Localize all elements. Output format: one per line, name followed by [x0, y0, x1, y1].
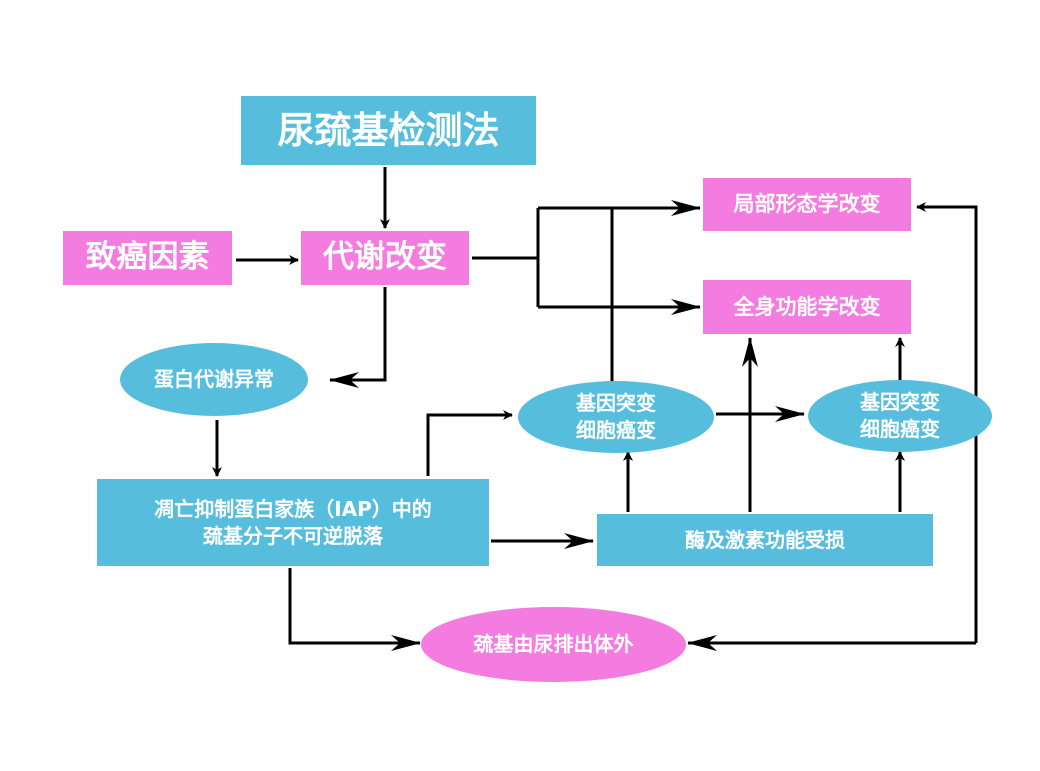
arrow-iap-to-excretion: [288, 568, 421, 651]
local-morphology-box: 局部形态学改变: [703, 178, 911, 231]
metabolic-change-text: 代谢改变: [323, 239, 447, 276]
iap-text-line2: 巯基分子不可逆脱落: [202, 523, 383, 548]
title-text: 尿巯基检测法: [277, 108, 500, 152]
gene-mutation-oval-1: 基因突变 细胞癌变: [518, 381, 714, 453]
enzyme-hormone-text: 酶及激素功能受损: [685, 527, 845, 552]
gene-mutation-2-line1: 基因突变: [860, 390, 940, 414]
excretion-text: 巯基由尿排出体外: [473, 632, 634, 656]
systemic-function-text: 全身功能学改变: [733, 294, 881, 319]
systemic-function-box: 全身功能学改变: [703, 280, 911, 334]
excretion-oval: 巯基由尿排出体外: [421, 607, 686, 682]
local-morphology-text: 局部形态学改变: [733, 192, 881, 217]
arrow-metabolic-to-protein: [329, 287, 387, 388]
carcinogen-text: 致癌因素: [85, 239, 210, 276]
title-box: 尿巯基检测法: [241, 96, 536, 165]
carcinogen-box: 致癌因素: [63, 231, 232, 285]
gene-mutation-1-line2: 细胞癌变: [576, 418, 656, 442]
iap-text-line1: 凋亡抑制蛋白家族（IAP）中的: [154, 496, 432, 521]
gene-mutation-oval-2: 基因突变 细胞癌变: [808, 380, 992, 452]
gene-mutation-1-line1: 基因突变: [576, 391, 656, 415]
gene-mutation-2-line2: 细胞癌变: [860, 417, 940, 441]
metabolic-change-box: 代谢改变: [301, 231, 469, 285]
arrow-right-loop-to-local: [916, 202, 978, 643]
iap-box: 凋亡抑制蛋白家族（IAP）中的 巯基分子不可逆脱落: [97, 479, 489, 566]
enzyme-hormone-box: 酶及激素功能受损: [597, 514, 933, 566]
protein-abnormal-text: 蛋白代谢异常: [154, 367, 274, 391]
arrow-iap-to-gene1: [426, 410, 513, 476]
protein-abnormal-oval: 蛋白代谢异常: [120, 343, 308, 416]
